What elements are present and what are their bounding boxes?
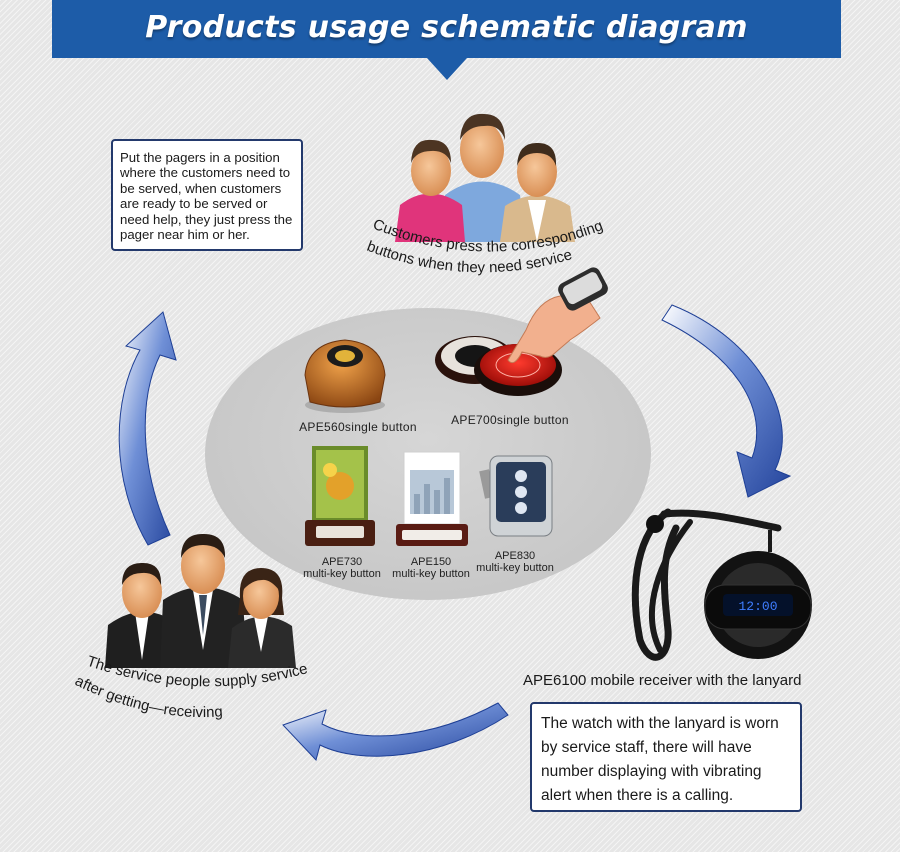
banner-pointer: [427, 58, 467, 80]
watch-description-text: The watch with the lanyard is worn by se…: [541, 715, 779, 804]
receiver-display-time: 12:00: [738, 599, 777, 614]
product-ape830-model: APE830: [494, 550, 536, 562]
flow-arrow-right: [661, 304, 792, 498]
product-ape730-image: [305, 446, 375, 546]
product-ape700-label: APE700single button: [451, 413, 569, 427]
pointing-hand-icon: [507, 267, 608, 364]
product-ape150-image: [396, 451, 468, 546]
staff-illustration: [105, 533, 296, 668]
product-ape730-type: multi-key button: [303, 568, 381, 580]
receiver-caption: APE6100 mobile receiver with the lanyard: [523, 672, 802, 689]
product-ape730-model: APE730: [321, 556, 363, 568]
pager-placement-note: Put the pagers in a position where the c…: [111, 139, 303, 251]
title-banner: Products usage schematic diagram: [52, 0, 841, 58]
product-ape560-label: APE560single button: [299, 420, 417, 434]
flow-arrow-bottom: [282, 702, 509, 761]
product-ape150-model: APE150: [410, 556, 452, 568]
product-ape830-type: multi-key button: [476, 562, 554, 574]
page-title: Products usage schematic diagram: [145, 10, 748, 45]
product-ape830-image: [479, 455, 553, 537]
receiver-watch-image: [631, 508, 812, 661]
product-ape830-label: APE830 multi-key button: [474, 550, 556, 574]
watch-description-note: The watch with the lanyard is worn by se…: [530, 702, 802, 812]
product-ape150-label: APE150 multi-key button: [390, 556, 472, 580]
product-ape730-label: APE730 multi-key button: [302, 556, 382, 580]
product-ape560-image: [304, 339, 386, 413]
pager-placement-text: Put the pagers in a position where the c…: [120, 150, 293, 243]
customers-illustration: [395, 113, 575, 242]
flow-arrow-left: [118, 311, 177, 546]
product-ape150-type: multi-key button: [392, 568, 470, 580]
